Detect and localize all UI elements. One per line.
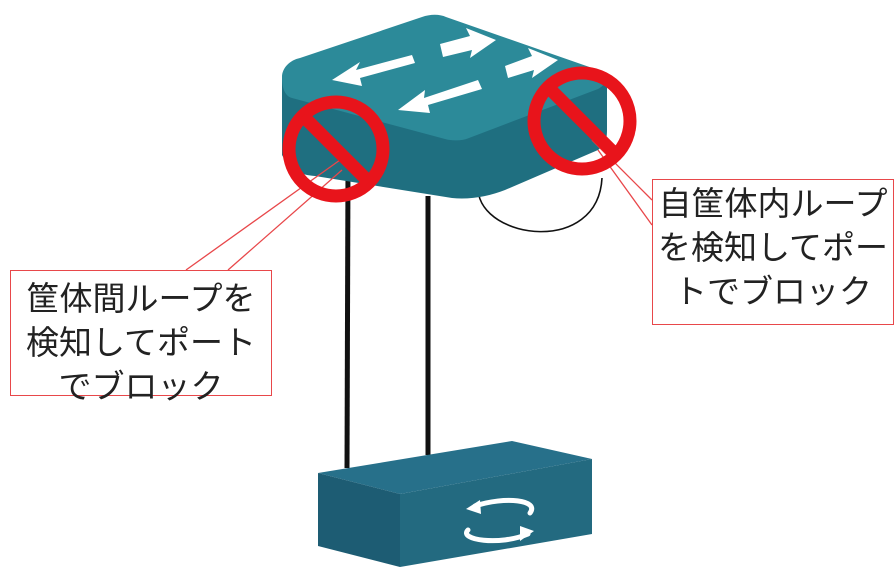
cables bbox=[344, 167, 431, 469]
callout-line: 検知してポート bbox=[25, 323, 256, 362]
callout-line: 自筐体内ループ bbox=[658, 184, 888, 223]
block-mark-left bbox=[282, 95, 390, 203]
callout-line: トでブロック bbox=[674, 272, 872, 311]
callout-line: を検知してポー bbox=[657, 228, 888, 267]
loop-cable bbox=[477, 177, 603, 233]
block-mark-right bbox=[527, 66, 637, 176]
no-entry-icon bbox=[282, 95, 390, 203]
cable-left bbox=[344, 167, 351, 469]
callout-intra-chassis-loop: 自筐体内ループ を検知してポー トでブロック bbox=[652, 179, 894, 325]
lower-device-top bbox=[318, 441, 592, 494]
callout-inter-chassis-loop: 筐体間ループを 検知してポート でブロック bbox=[10, 270, 272, 406]
leader-left-1 bbox=[185, 159, 341, 271]
lower-device bbox=[318, 441, 592, 567]
arrows-switch-icon bbox=[332, 28, 558, 113]
no-entry-icon bbox=[527, 66, 637, 176]
lower-device-front bbox=[318, 473, 400, 567]
lower-device-side bbox=[400, 459, 592, 567]
callout-line: 筐体間ループを bbox=[26, 279, 256, 318]
callout-line: でブロック bbox=[58, 367, 224, 406]
leader-left-2 bbox=[227, 169, 343, 271]
loop-arrows-icon bbox=[463, 497, 535, 544]
